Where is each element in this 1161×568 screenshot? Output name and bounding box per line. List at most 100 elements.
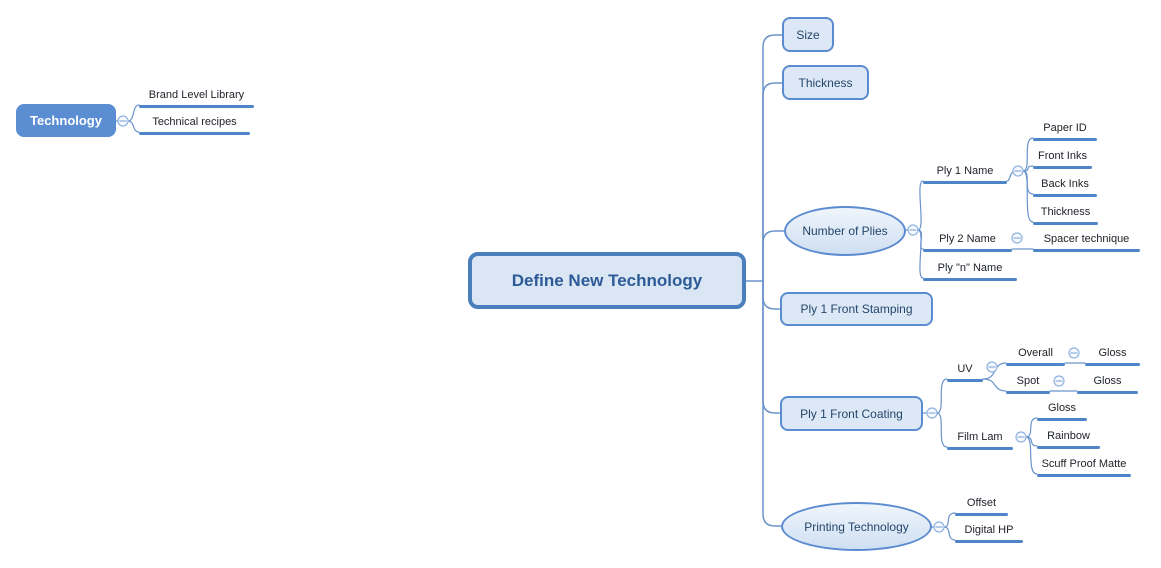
subtopic-technical-recipes[interactable]: Technical recipes — [139, 116, 250, 135]
topic-size[interactable]: Size — [782, 17, 834, 52]
subtopic-offset[interactable]: Offset — [955, 497, 1008, 516]
connector-gloss-film — [1025, 417, 1038, 438]
topic-underline — [1033, 222, 1098, 225]
subtopic-uv[interactable]: UV — [947, 363, 983, 382]
subtopic-scuff-proof-matte[interactable]: Scuff Proof Matte — [1037, 458, 1131, 477]
connector-plynname — [917, 229, 924, 279]
subtopic-label: Digital HP — [964, 524, 1014, 536]
subtopic-plyn-name[interactable]: Ply "n" Name — [923, 262, 1017, 281]
collapse-icon-number-of-plies[interactable] — [907, 224, 919, 236]
connector-offset — [943, 512, 956, 528]
connector-floating-child-2 — [127, 120, 140, 133]
connector-ply1-stub — [1006, 171, 1014, 182]
topic-underline — [1085, 363, 1140, 366]
connector-branch-number-of-plies — [762, 230, 785, 282]
topic-underline — [923, 249, 1012, 252]
topic-underline — [947, 447, 1013, 450]
subtopic-thickness[interactable]: Thickness — [1033, 206, 1098, 225]
topic-printing-technology[interactable]: Printing Technology — [781, 502, 932, 551]
central-topic-label: Define New Technology — [511, 270, 703, 290]
topic-underline — [923, 278, 1017, 281]
subtopic-rainbow[interactable]: Rainbow — [1037, 430, 1100, 449]
collapse-icon-printing[interactable] — [933, 521, 945, 533]
topic-underline — [1033, 138, 1097, 141]
collapse-icon-spot[interactable] — [1053, 375, 1065, 387]
subtopic-label: Offset — [966, 497, 997, 509]
topic-label: Number of Plies — [802, 224, 888, 238]
topic-underline — [1033, 166, 1092, 169]
connector-branch-printing — [762, 280, 782, 527]
topic-underline — [1037, 474, 1131, 477]
topic-ply1-front-stamping[interactable]: Ply 1 Front Stamping — [780, 292, 933, 326]
connector-paper-id — [1022, 137, 1034, 172]
topic-underline — [139, 105, 254, 108]
connector-scuff — [1025, 436, 1038, 475]
connector-branch-thickness — [762, 82, 783, 282]
topic-underline — [139, 132, 250, 135]
subtopic-label: Spacer technique — [1043, 233, 1130, 245]
subtopic-label: Film Lam — [957, 431, 1003, 443]
topic-underline — [955, 513, 1008, 516]
subtopic-front-inks[interactable]: Front Inks — [1033, 150, 1092, 169]
subtopic-brand-level-library[interactable]: Brand Level Library — [139, 89, 254, 108]
topic-underline — [1033, 249, 1140, 252]
topic-thickness[interactable]: Thickness — [782, 65, 869, 100]
connector-ply1name — [917, 180, 924, 231]
subtopic-spot-gloss[interactable]: Gloss — [1077, 375, 1138, 394]
subtopic-back-inks[interactable]: Back Inks — [1033, 178, 1097, 197]
subtopic-label: Overall — [1018, 347, 1053, 359]
collapse-icon-ply2name[interactable] — [1011, 232, 1023, 244]
topic-label: Ply 1 Front Coating — [800, 406, 903, 421]
collapse-icon-overall[interactable] — [1068, 347, 1080, 359]
connector-film-lam — [936, 412, 948, 448]
subtopic-spot[interactable]: Spot — [1006, 375, 1050, 394]
subtopic-label: Spot — [1016, 375, 1040, 387]
topic-underline — [1077, 391, 1138, 394]
topic-underline — [923, 181, 1007, 184]
topic-number-of-plies[interactable]: Number of Plies — [784, 206, 906, 256]
collapse-icon-coating[interactable] — [926, 407, 938, 419]
connector-branch-size — [762, 34, 783, 282]
subtopic-digital-hp[interactable]: Digital HP — [955, 524, 1023, 543]
collapse-icon-film-lam[interactable] — [1015, 431, 1027, 443]
connector-uv — [936, 378, 948, 414]
topic-underline — [1006, 391, 1050, 394]
topic-label: Printing Technology — [804, 519, 909, 534]
subtopic-label: Brand Level Library — [148, 89, 245, 101]
collapse-icon-ply1name[interactable] — [1012, 165, 1024, 177]
subtopic-label: Paper ID — [1043, 122, 1087, 134]
topic-ply1-front-coating[interactable]: Ply 1 Front Coating — [780, 396, 923, 431]
subtopic-label: Ply "n" Name — [937, 262, 1003, 274]
topic-underline — [1033, 194, 1097, 197]
subtopic-label: UV — [957, 363, 973, 375]
connector-branch-stamping — [762, 280, 781, 310]
connector-branch-coating — [762, 280, 781, 414]
topic-label: Ply 1 Front Stamping — [800, 302, 913, 316]
subtopic-film-gloss[interactable]: Gloss — [1037, 402, 1087, 421]
connector-back-inks — [1022, 170, 1034, 195]
subtopic-spacer-technique[interactable]: Spacer technique — [1033, 233, 1140, 252]
collapse-icon-technology[interactable] — [117, 115, 129, 127]
subtopic-label: Scuff Proof Matte — [1041, 458, 1127, 470]
subtopic-overall-gloss[interactable]: Gloss — [1085, 347, 1140, 366]
subtopic-film-lam[interactable]: Film Lam — [947, 431, 1013, 450]
subtopic-label: Technical recipes — [152, 116, 237, 128]
subtopic-ply1-name[interactable]: Ply 1 Name — [923, 165, 1007, 184]
collapse-icon-uv[interactable] — [986, 361, 998, 373]
topic-underline — [955, 540, 1023, 543]
subtopic-ply2-name[interactable]: Ply 2 Name — [923, 233, 1012, 252]
topic-underline — [1037, 446, 1100, 449]
floating-topic-technology[interactable]: Technology — [16, 104, 116, 137]
central-topic[interactable]: Define New Technology — [468, 252, 746, 309]
topic-underline — [1006, 363, 1065, 366]
connector-floating-child-1 — [127, 104, 140, 122]
subtopic-label: Ply 1 Name — [936, 165, 994, 177]
connector-spot — [982, 378, 1007, 392]
subtopic-overall[interactable]: Overall — [1006, 347, 1065, 366]
topic-label: Size — [796, 27, 820, 42]
subtopic-paper-id[interactable]: Paper ID — [1033, 122, 1097, 141]
subtopic-label: Rainbow — [1047, 430, 1090, 442]
connector-thickness-sub — [1022, 170, 1034, 223]
subtopic-label: Front Inks — [1038, 150, 1087, 162]
